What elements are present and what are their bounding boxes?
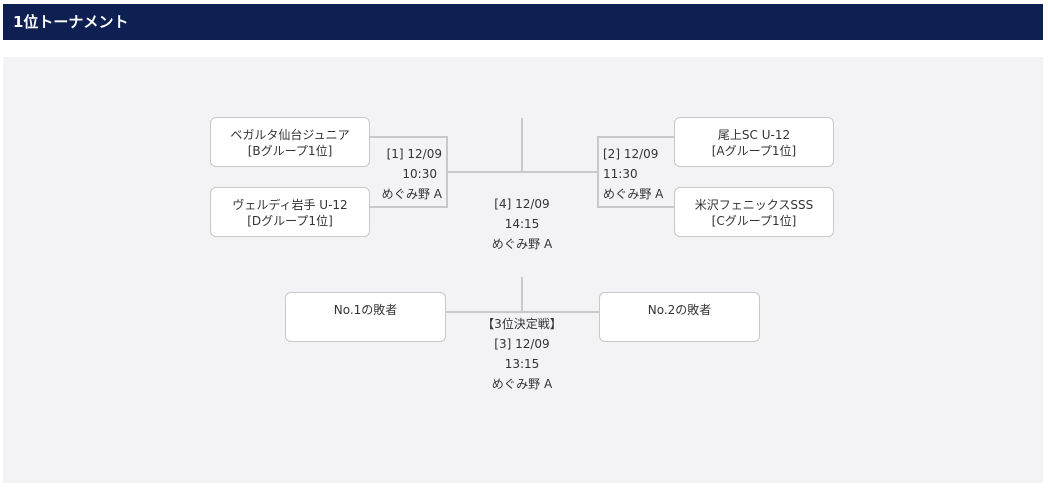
match-3-info: 【3位決定戦】 [3] 12/09 13:15 めぐみ野 A [462,314,582,394]
match-venue: めぐみ野 A [491,237,553,251]
match-1-info: [1] 12/09 10:30 めぐみ野 A [376,144,442,204]
match-4-info: [4] 12/09 14:15 めぐみ野 A [472,194,572,254]
team-group: [Bグループ1位] [247,144,333,158]
match-number-date: [3] 12/09 [494,337,550,351]
team-group: [Cグループ1位] [711,214,797,228]
match-number-date: [4] 12/09 [494,197,550,211]
bracket-line [369,136,447,138]
match-time: 11:30 [603,167,638,181]
bracket-line [521,277,523,312]
bracket-line [597,136,675,138]
tournament-bracket [3,57,1043,483]
bracket-line [446,171,598,173]
team-name: 尾上SC U-12 [717,128,791,142]
team-name: No.2の敗者 [647,303,712,317]
team-box-yonezawa: 米沢フェニックスSSS [Cグループ1位] [674,187,834,237]
team-box-onoue: 尾上SC U-12 [Aグループ1位] [674,117,834,167]
team-group: [Dグループ1位] [247,214,333,228]
match-time: 13:15 [504,357,540,371]
team-name: ヴェルディ岩手 U-12 [232,198,348,212]
team-box-loser-2: No.2の敗者 [599,292,760,342]
bracket-line [521,118,523,172]
match-venue: めぐみ野 A [491,377,553,391]
bracket-line [597,206,675,208]
bracket-line [369,206,447,208]
bracket-line [597,136,599,208]
team-box-vegalta: ベガルタ仙台ジュニア [Bグループ1位] [210,117,370,167]
match-venue: めぐみ野 A [381,187,442,201]
page-title: 1位トーナメント [3,4,1043,40]
team-box-verdy: ヴェルディ岩手 U-12 [Dグループ1位] [210,187,370,237]
match-2-info: [2] 12/09 11:30 めぐみ野 A [603,144,673,204]
match-number-date: [2] 12/09 [603,147,659,161]
team-name: ベガルタ仙台ジュニア [230,128,350,142]
match-time: 14:15 [504,217,540,231]
bracket-line [445,311,600,313]
team-box-loser-1: No.1の敗者 [285,292,446,342]
match-venue: めぐみ野 A [603,187,664,201]
match-number-date: [1] 12/09 [386,147,442,161]
match-title: 【3位決定戦】 [482,317,562,331]
team-name: 米沢フェニックスSSS [694,198,814,212]
team-name: No.1の敗者 [333,303,398,317]
match-time: 10:30 [402,167,437,181]
team-group: [Aグループ1位] [711,144,797,158]
